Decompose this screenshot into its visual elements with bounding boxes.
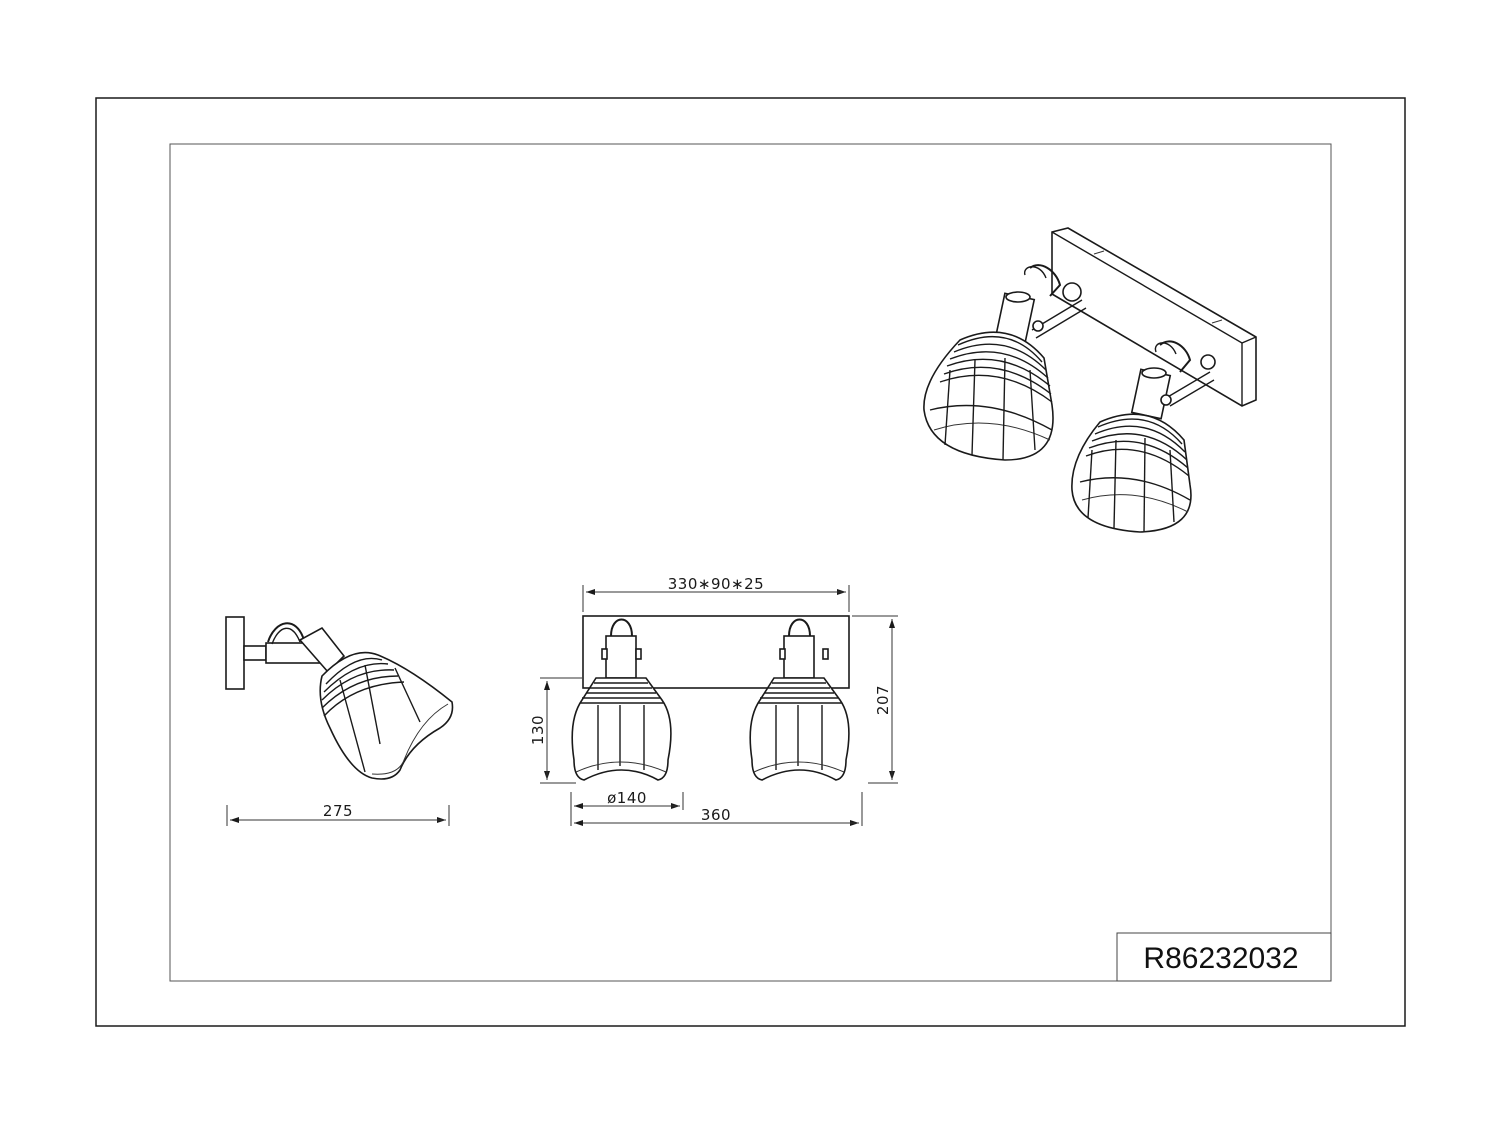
model-number: R86232032 [1143,942,1298,975]
side-view [225,616,454,780]
dim-total-width: 360 [574,792,863,826]
outer-frame [95,97,1406,1027]
dim-shade-diameter-label: ø140 [607,789,647,807]
dim-shade-diameter: ø140 [570,789,684,826]
dim-shade-height-label: 130 [529,715,547,745]
dim-total-height-label: 207 [874,685,892,715]
model-number-box: R86232032 [1116,932,1332,982]
dim-shade-height: 130 [529,677,582,784]
dim-backplate-label: 330∗90∗25 [668,575,764,593]
front-lamp-left [571,618,672,781]
inner-frame [169,143,1332,982]
iso-lamp-left [923,264,1087,461]
front-lamp-right [749,618,850,781]
front-view [571,615,850,781]
iso-lamp-right [1071,340,1216,533]
dim-backplate: 330∗90∗25 [582,575,850,612]
dim-total-height: 207 [852,615,898,784]
dim-total-width-label: 360 [701,806,731,824]
dim-side-depth-label: 275 [323,802,353,820]
dim-side-depth: 275 [226,802,450,826]
isometric-view [923,227,1257,533]
